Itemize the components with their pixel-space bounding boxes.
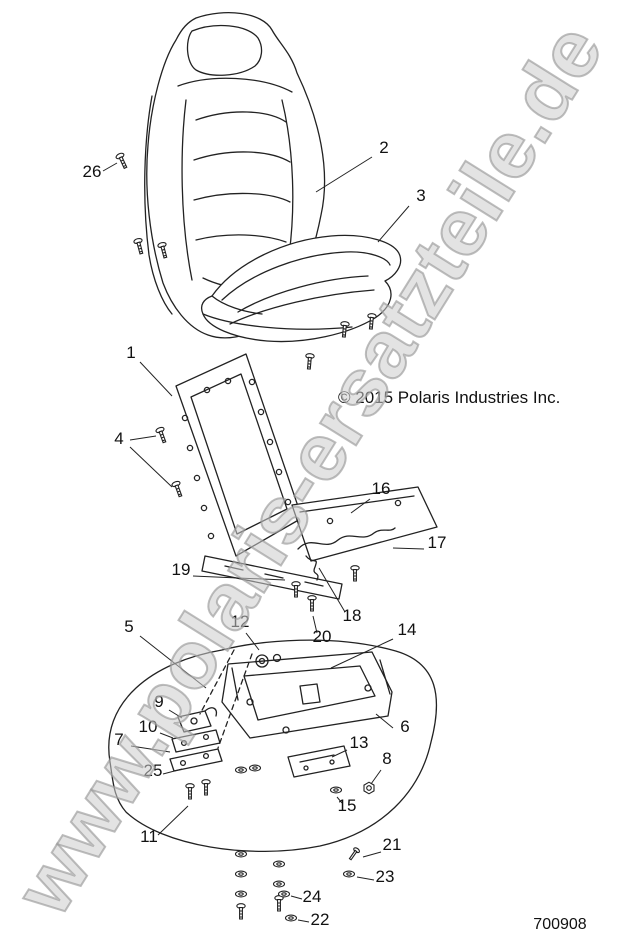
bolt-icon xyxy=(350,565,360,582)
bolt-icon xyxy=(291,581,301,598)
mount-bracket-drawing xyxy=(291,486,438,581)
callout-4: 4 xyxy=(114,429,123,448)
washer-icon xyxy=(234,890,248,898)
callout-26: 26 xyxy=(83,162,102,181)
callout-leader-3 xyxy=(377,205,410,243)
washer-icon xyxy=(284,914,298,922)
callout-leader-21 xyxy=(362,851,382,858)
screw-icon xyxy=(348,847,360,861)
callout-23: 23 xyxy=(376,867,395,886)
callout-leader-23 xyxy=(356,876,375,881)
callout-leader-17 xyxy=(392,547,425,550)
mount-rail-drawing xyxy=(201,555,343,600)
bolt-icon xyxy=(367,313,377,330)
callout-leader-2 xyxy=(315,156,373,193)
callout-12: 12 xyxy=(231,612,250,631)
callout-leader-20 xyxy=(312,615,318,634)
callout-leader-10 xyxy=(159,732,174,739)
callout-leader-6 xyxy=(375,713,394,729)
washer-icon xyxy=(234,870,248,878)
callout-leader-5 xyxy=(139,635,207,689)
callout-leader-4 xyxy=(129,435,157,441)
bolt-icon xyxy=(274,895,284,912)
bolt-icon xyxy=(155,426,167,444)
washer-icon xyxy=(342,870,356,878)
callout-leader-12 xyxy=(245,632,260,651)
callout-2: 2 xyxy=(379,138,388,157)
callout-11: 11 xyxy=(140,827,158,846)
washer-icon xyxy=(272,860,286,868)
washer-icon xyxy=(277,890,291,898)
callout-16: 16 xyxy=(372,479,391,498)
seat-cushion-drawing xyxy=(200,234,402,343)
bolt-icon xyxy=(115,152,128,170)
hardware-layer xyxy=(115,152,377,922)
callout-leader-19 xyxy=(192,575,286,581)
callout-5: 5 xyxy=(124,617,133,636)
callout-14: 14 xyxy=(398,620,417,639)
bolt-icon xyxy=(340,321,350,338)
callout-leader-18 xyxy=(318,567,346,613)
callouts-layer: 1234567891011121314151617181920212223242… xyxy=(83,138,447,929)
nut-icon xyxy=(363,781,375,795)
washer-icon xyxy=(234,850,248,858)
callout-21: 21 xyxy=(383,835,402,854)
callout-8: 8 xyxy=(382,749,391,768)
washer-icon xyxy=(234,766,248,774)
washer-icon xyxy=(272,880,286,888)
callout-22: 22 xyxy=(311,910,330,929)
bolt-icon xyxy=(185,783,195,800)
callout-15: 15 xyxy=(338,796,357,815)
alignment-guides xyxy=(199,649,253,749)
callout-20: 20 xyxy=(313,627,332,646)
callout-leader-11 xyxy=(157,805,189,836)
callout-leader-15 xyxy=(336,796,343,804)
base-outline-drawing xyxy=(108,639,438,853)
callout-7: 7 xyxy=(114,730,123,749)
callout-leader-22 xyxy=(297,919,310,923)
callout-3: 3 xyxy=(416,186,425,205)
callout-1: 1 xyxy=(126,343,135,362)
seat-artwork xyxy=(108,12,438,853)
callout-leader-4 xyxy=(129,446,173,488)
callout-6: 6 xyxy=(400,717,409,736)
callout-17: 17 xyxy=(428,533,447,552)
callout-leader-25 xyxy=(162,768,183,775)
callout-leader-16 xyxy=(350,498,371,514)
callout-18: 18 xyxy=(343,606,362,625)
bolt-icon xyxy=(201,779,211,796)
copyright-notice: © 2015 Polaris Industries Inc. xyxy=(338,388,560,407)
seat-pan-drawing xyxy=(221,651,393,739)
washer-icon xyxy=(329,786,343,794)
washer-icon xyxy=(248,764,262,772)
callout-leader-7 xyxy=(130,745,171,753)
callout-leader-26 xyxy=(102,162,118,172)
callout-leader-9 xyxy=(168,709,183,719)
bolt-icon xyxy=(305,353,315,370)
callout-leader-1 xyxy=(139,361,173,397)
callout-leader-8 xyxy=(370,769,382,785)
bolt-icon xyxy=(307,595,317,612)
callout-13: 13 xyxy=(350,733,369,752)
callout-leader-14 xyxy=(330,638,394,669)
callout-10: 10 xyxy=(139,717,158,736)
callout-9: 9 xyxy=(154,692,163,711)
callout-24: 24 xyxy=(303,887,322,906)
callout-leader-13 xyxy=(331,749,348,758)
bolt-icon xyxy=(171,480,183,498)
callout-19: 19 xyxy=(172,560,191,579)
slider-plate-drawing xyxy=(287,745,351,778)
callout-leader-24 xyxy=(290,895,303,900)
bolt-icon xyxy=(157,241,168,259)
part-number: 700908 xyxy=(533,916,586,933)
callout-25: 25 xyxy=(144,761,163,780)
bolt-icon xyxy=(133,237,144,255)
bolt-icon xyxy=(236,903,246,920)
